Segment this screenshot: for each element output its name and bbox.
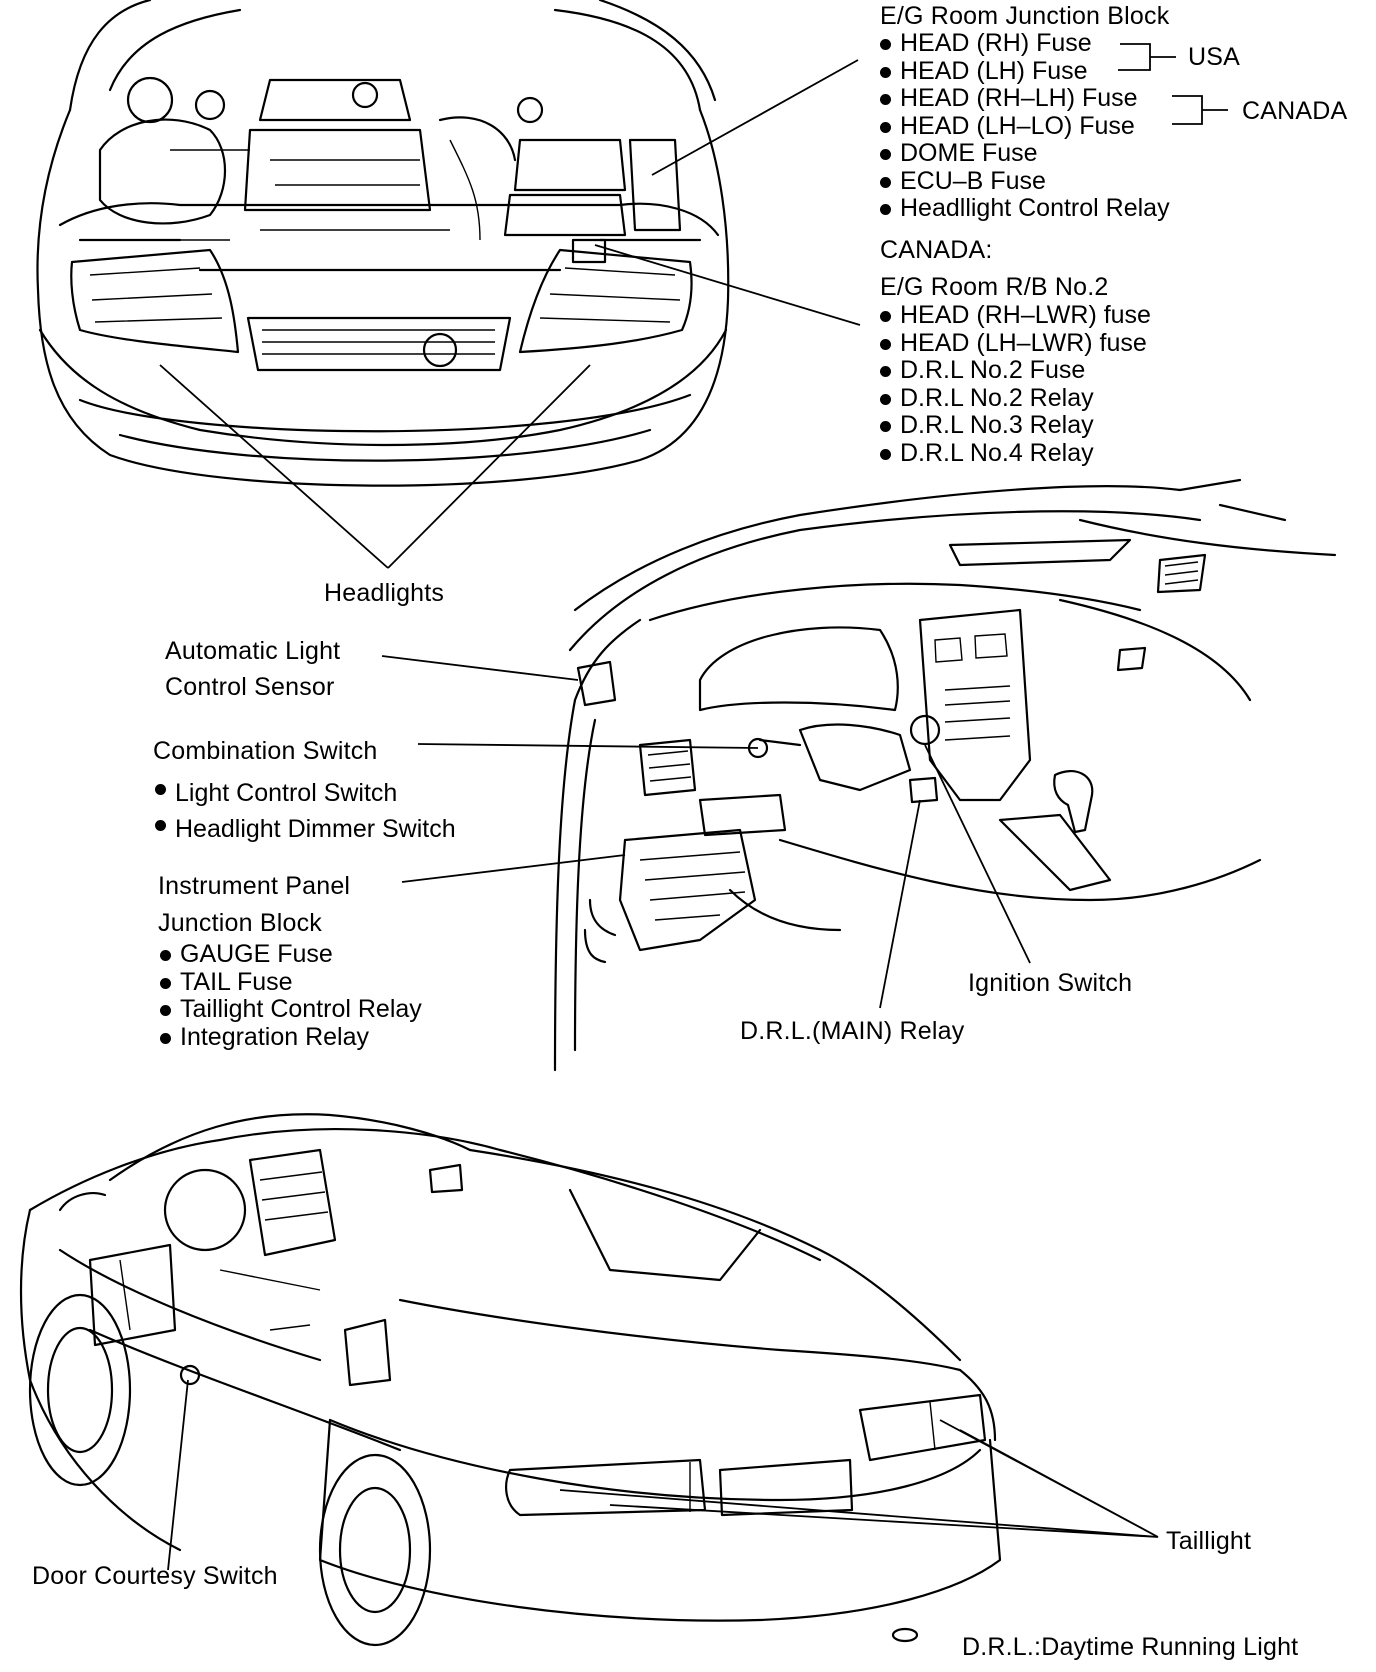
list-item: Integration Relay: [158, 1023, 422, 1052]
combination-switch-label: Combination Switch: [153, 737, 378, 765]
list-item: D.R.L No.3 Relay: [878, 411, 1151, 440]
list-item: D.R.L No.4 Relay: [878, 439, 1151, 468]
ignition-switch-label: Ignition Switch: [968, 969, 1133, 997]
rear-car-drawing: [19, 1113, 1002, 1647]
ip-junction-block-label-line1: Instrument Panel: [158, 872, 351, 900]
auto-light-sensor-label-line2: Control Sensor: [165, 673, 335, 701]
list-item: HEAD (LH) Fuse: [878, 57, 1170, 86]
taillight-label: Taillight: [1166, 1527, 1252, 1555]
list-item: Headllight Control Relay: [878, 194, 1170, 223]
auto-light-sensor-label-line1: Automatic Light: [165, 637, 341, 665]
list-item: HEAD (RH–LWR) fuse: [878, 301, 1151, 330]
list-item: HEAD (RH–LH) Fuse: [878, 84, 1170, 113]
eg-room-rb2-title: E/G Room R/B No.2: [880, 273, 1109, 301]
list-item: D.R.L No.2 Fuse: [878, 356, 1151, 385]
list-item: D.R.L No.2 Relay: [878, 384, 1151, 413]
headlights-label: Headlights: [324, 579, 445, 607]
list-item: HEAD (RH) Fuse: [878, 29, 1170, 58]
door-courtesy-switch-label: Door Courtesy Switch: [32, 1562, 278, 1590]
usa-label: USA: [1188, 43, 1241, 71]
combination-switch-list: Light Control Switch Headlight Dimmer Sw…: [153, 775, 456, 847]
dashboard-drawing: [553, 478, 1337, 1072]
eg-room-junction-block-list: HEAD (RH) Fuse HEAD (LH) Fuse HEAD (RH–L…: [878, 29, 1170, 223]
engine-bay-drawing: [36, 0, 730, 487]
drl-main-relay-label: D.R.L.(MAIN) Relay: [740, 1017, 965, 1045]
list-item: Taillight Control Relay: [158, 995, 422, 1024]
list-item: ECU–B Fuse: [878, 167, 1170, 196]
eg-room-rb2-list: HEAD (RH–LWR) fuse HEAD (LH–LWR) fuse D.…: [878, 301, 1151, 468]
list-item: HEAD (LH–LWR) fuse: [878, 329, 1151, 358]
canada-heading: CANADA:: [880, 236, 993, 264]
list-item: HEAD (LH–LO) Fuse: [878, 112, 1170, 141]
drl-footnote: D.R.L.:Daytime Running Light: [962, 1633, 1299, 1661]
ip-junction-block-list: GAUGE Fuse TAIL Fuse Taillight Control R…: [158, 940, 422, 1052]
eg-room-junction-block-title: E/G Room Junction Block: [880, 2, 1170, 30]
list-item: GAUGE Fuse: [158, 940, 422, 969]
list-item: TAIL Fuse: [158, 968, 422, 997]
leader-lines: [159, 43, 1228, 1571]
list-item: Headlight Dimmer Switch: [153, 811, 456, 847]
canada-label: CANADA: [1242, 97, 1348, 125]
ip-junction-block-label-line2: Junction Block: [158, 909, 322, 937]
list-item: Light Control Switch: [153, 775, 456, 811]
list-item: DOME Fuse: [878, 139, 1170, 168]
